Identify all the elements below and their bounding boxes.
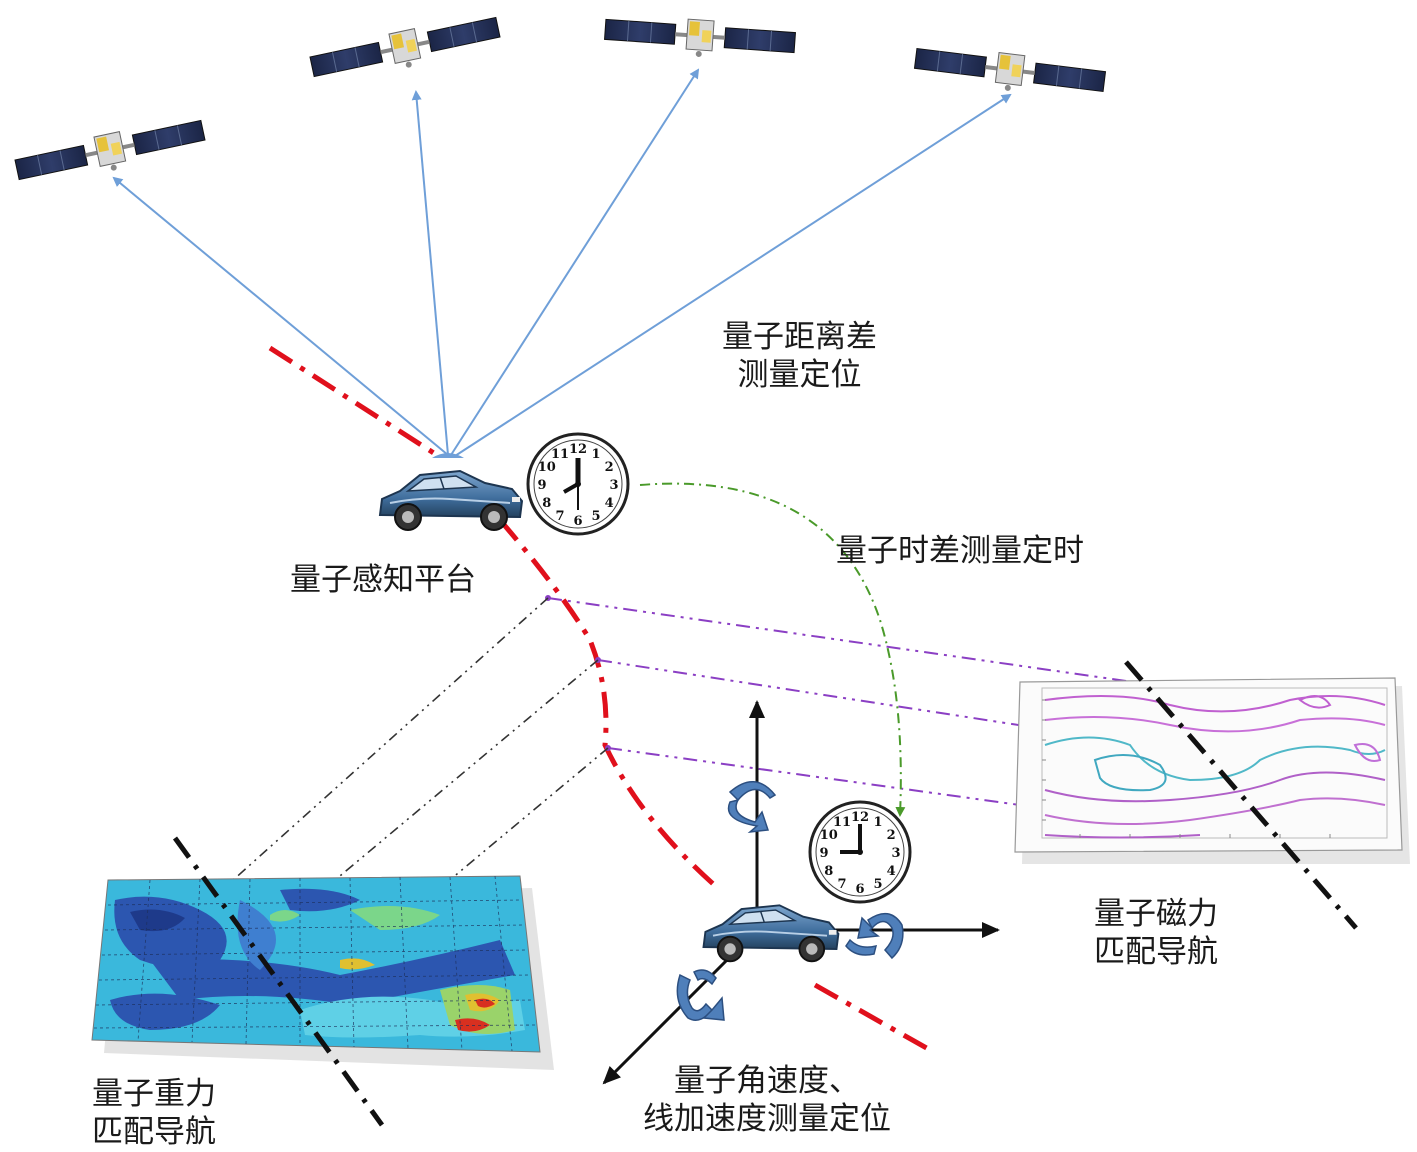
- clock-numeral: 12: [569, 442, 587, 457]
- gravity-navigation-label: 量子重力 匹配导航: [92, 1075, 216, 1151]
- rotation-arrow-icon: [676, 969, 725, 1021]
- projection-line: [269, 747, 609, 1031]
- magnetic-projection-lines: [547, 597, 1216, 833]
- timing-link-arrow: [639, 482, 906, 817]
- trajectory-line: [268, 345, 932, 1053]
- label-line: 匹配导航: [1094, 934, 1218, 970]
- projection-line: [607, 747, 1216, 833]
- gravity-map: [91, 875, 554, 1070]
- clock-numeral: 10: [820, 828, 838, 843]
- clock-numeral: 3: [609, 478, 618, 493]
- signal-line: [411, 90, 449, 456]
- label-line: 量子感知平台: [290, 562, 476, 598]
- signal-line: [454, 93, 1012, 457]
- label-line: 线加速度测量定位: [643, 1101, 891, 1137]
- clock-numeral: 1: [591, 447, 600, 462]
- clock-numeral: 2: [605, 460, 614, 475]
- clock-numeral: 8: [824, 864, 833, 879]
- label-line: 量子重力: [92, 1076, 216, 1112]
- magnetic-track-line: [1124, 660, 1358, 930]
- signal-lines: [112, 68, 1012, 457]
- satellite-icon: [13, 114, 208, 191]
- clock-numeral: 2: [887, 828, 896, 843]
- satellite-icon: [603, 12, 797, 65]
- clock-numeral: 10: [538, 460, 556, 475]
- label-line: 量子磁力: [1094, 896, 1218, 932]
- clock-numeral: 3: [891, 846, 900, 861]
- clock-numeral: 7: [555, 509, 564, 524]
- time-difference-timing-label: 量子时差测量定时: [836, 532, 1084, 570]
- projection-line: [221, 597, 549, 891]
- clock-numeral: 11: [551, 447, 569, 462]
- clock-numeral: 9: [819, 846, 828, 861]
- clock-numeral: 6: [855, 882, 864, 897]
- projection-line: [547, 597, 1141, 684]
- label-line: 量子时差测量定时: [836, 533, 1084, 569]
- label-line: 测量定位: [737, 357, 862, 393]
- rotation-arrow-icon: [727, 781, 777, 834]
- distance-positioning-label: 量子距离差 测量定位: [722, 318, 877, 394]
- projection-line: [597, 659, 1181, 751]
- antenna-icon: [432, 453, 464, 458]
- clock-numeral: 4: [887, 864, 896, 879]
- car-icon: [379, 470, 523, 531]
- signal-line: [112, 176, 449, 456]
- coordinate-axes: [602, 700, 1000, 1085]
- inertial-positioning-label: 量子角速度、 线加速度测量定位: [643, 1062, 891, 1138]
- gravity-track-line: [172, 836, 385, 1127]
- clock-numeral: 8: [542, 496, 551, 511]
- magnetic-navigation-label: 量子磁力 匹配导航: [1094, 895, 1218, 971]
- clock-numeral: 5: [873, 877, 882, 892]
- clock-numeral: 11: [833, 815, 851, 830]
- label-line: 量子角速度、: [674, 1063, 860, 1099]
- clock-numeral: 5: [591, 509, 600, 524]
- clock-numeral: 9: [537, 478, 546, 493]
- clock-numeral: 12: [851, 810, 869, 825]
- signal-line: [450, 68, 700, 456]
- clock-numeral: 4: [605, 496, 614, 511]
- clock-numeral: 6: [573, 514, 582, 529]
- satellite-icon: [308, 11, 503, 88]
- label-line: 量子距离差: [722, 319, 877, 355]
- rotation-arrow-icon: [845, 912, 904, 960]
- sensing-platform-label: 量子感知平台: [290, 561, 476, 599]
- car-icon: [702, 904, 840, 963]
- clock-numeral: 7: [837, 877, 846, 892]
- satellite-icon: [912, 42, 1107, 103]
- clock-numeral: 1: [873, 815, 882, 830]
- magnetic-map: [1014, 677, 1410, 864]
- label-line: 匹配导航: [92, 1114, 216, 1150]
